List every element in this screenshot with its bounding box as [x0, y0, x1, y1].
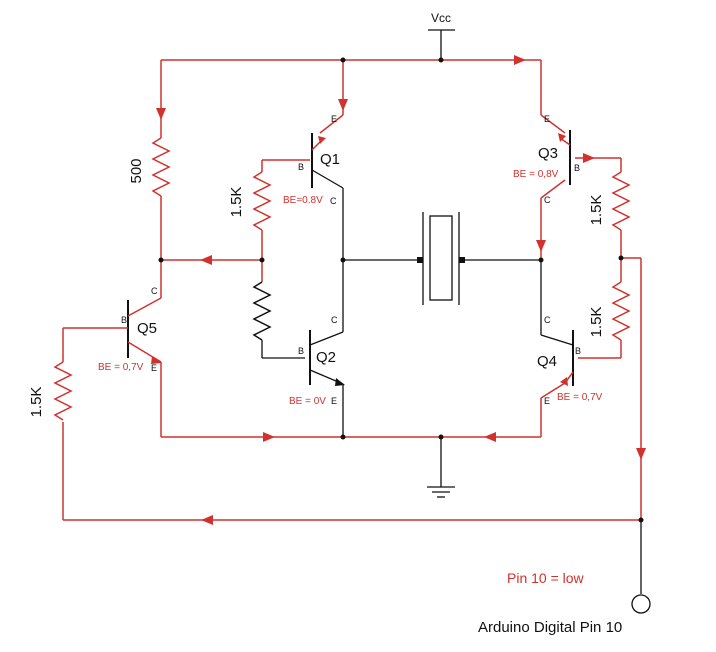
transistor-q1: [311, 133, 344, 189]
q2-e-pin: E: [331, 396, 337, 406]
red-flow-arrows: [156, 55, 646, 525]
q5-b-pin: B: [121, 315, 127, 325]
resistor-q3-upper-label: 1.5K: [588, 195, 605, 226]
red-wires: [62, 59, 642, 521]
q4-e-pin: E: [544, 396, 550, 406]
resistor-q5-base: [53, 361, 73, 421]
transistor-q4: [540, 330, 574, 386]
q2-name: Q2: [316, 349, 336, 366]
black-wires: [261, 29, 642, 594]
transistor-q3: [558, 130, 571, 185]
q1-b-pin: B: [298, 162, 304, 172]
q2-be-voltage: BE = 0V: [289, 396, 326, 407]
transistor-q5: [120, 297, 162, 364]
q5-name: Q5: [137, 320, 157, 337]
q1-name: Q1: [320, 151, 340, 168]
junction-dots: [158, 57, 644, 523]
resistor-q3-upper: [611, 171, 631, 231]
crystal-pin-left: [417, 257, 423, 263]
pin-terminal: [631, 594, 651, 614]
q4-name: Q4: [537, 353, 557, 370]
q3-e-pin: E: [544, 114, 550, 124]
q3-c-pin: C: [544, 195, 551, 205]
resistor-q4-lower-label: 1.5K: [588, 307, 605, 338]
q1-be-voltage: BE=0.8V: [283, 195, 323, 206]
q2-c-pin: C: [331, 315, 338, 325]
q4-b-pin: B: [575, 346, 581, 356]
q3-name: Q3: [538, 145, 558, 162]
transistor-q2: [309, 330, 345, 386]
crystal-pin-right: [459, 257, 465, 263]
q2-b-pin: B: [298, 346, 304, 356]
q4-c-pin: C: [544, 315, 551, 325]
resistor-q5-base-label: 1.5K: [28, 387, 45, 418]
q4-be-voltage: BE = 0,7V: [557, 392, 603, 403]
q5-e-pin: E: [151, 363, 157, 373]
resistors: [53, 137, 631, 421]
q5-be-voltage: BE = 0,7V: [98, 362, 144, 373]
q3-b-pin: B: [574, 163, 580, 173]
q3-be-voltage: BE = 0,8V: [513, 169, 559, 180]
resistor-q4-lower: [611, 281, 631, 341]
vcc-label: Vcc: [431, 11, 451, 25]
resistor-q1-base: [252, 171, 272, 231]
resistor-q1-base-label: 1.5K: [228, 187, 245, 218]
pin-state-annotation: Pin 10 = low: [507, 570, 585, 586]
q1-e-pin: E: [331, 114, 337, 124]
resistor-500-label: 500: [128, 158, 145, 183]
arduino-pin-label: Arduino Digital Pin 10: [478, 619, 622, 636]
q5-c-pin: C: [151, 286, 158, 296]
resistor-500: [151, 137, 171, 197]
q1-c-pin: C: [330, 196, 337, 206]
resistor-q2-bias: [252, 281, 272, 341]
